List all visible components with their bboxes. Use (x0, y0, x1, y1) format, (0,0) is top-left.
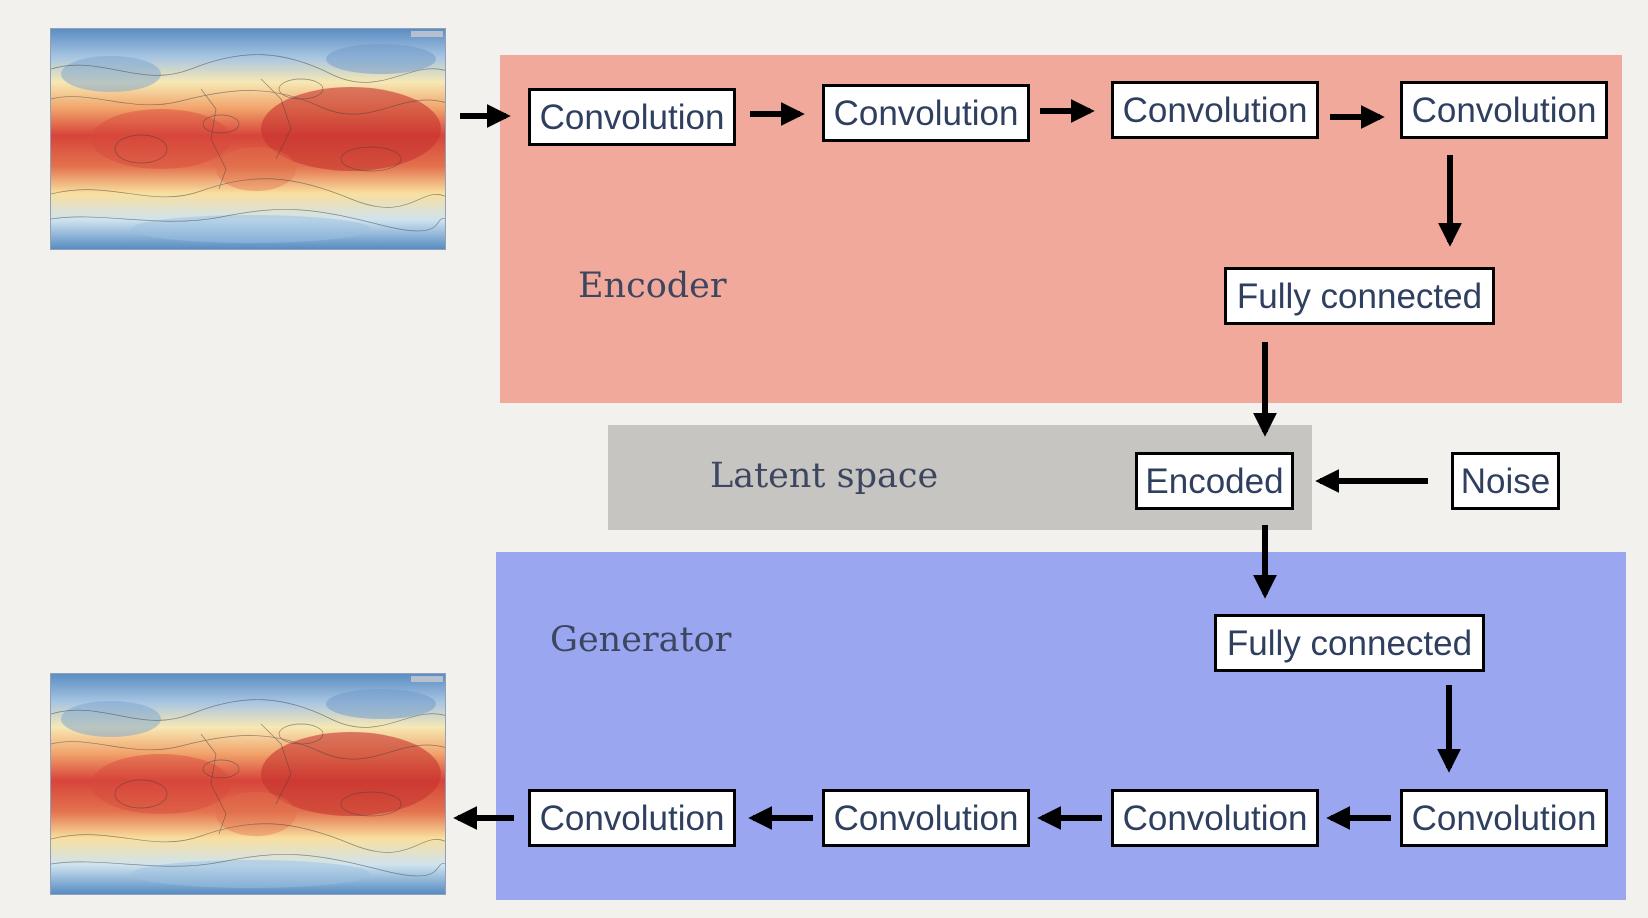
generator-convolution-4: Convolution (528, 789, 736, 847)
encoder-convolution-3: Convolution (1111, 81, 1319, 139)
generator-region (496, 552, 1626, 900)
generator-fully-connected: Fully connected (1214, 614, 1485, 672)
encoder-label: Encoder (578, 266, 727, 306)
output-temperature-map (50, 673, 446, 895)
generator-label: Generator (550, 620, 732, 660)
encoder-fully-connected: Fully connected (1224, 267, 1495, 325)
input-temperature-map (50, 28, 446, 250)
generator-convolution-1: Convolution (1400, 789, 1608, 847)
generator-convolution-2: Convolution (1111, 789, 1319, 847)
encoded-node: Encoded (1135, 452, 1294, 510)
encoder-convolution-4: Convolution (1400, 81, 1608, 139)
noise-node: Noise (1451, 452, 1560, 510)
encoder-convolution-2: Convolution (822, 84, 1030, 142)
latent-space-label: Latent space (710, 456, 939, 496)
generator-convolution-3: Convolution (822, 789, 1030, 847)
encoder-convolution-1: Convolution (528, 88, 736, 146)
